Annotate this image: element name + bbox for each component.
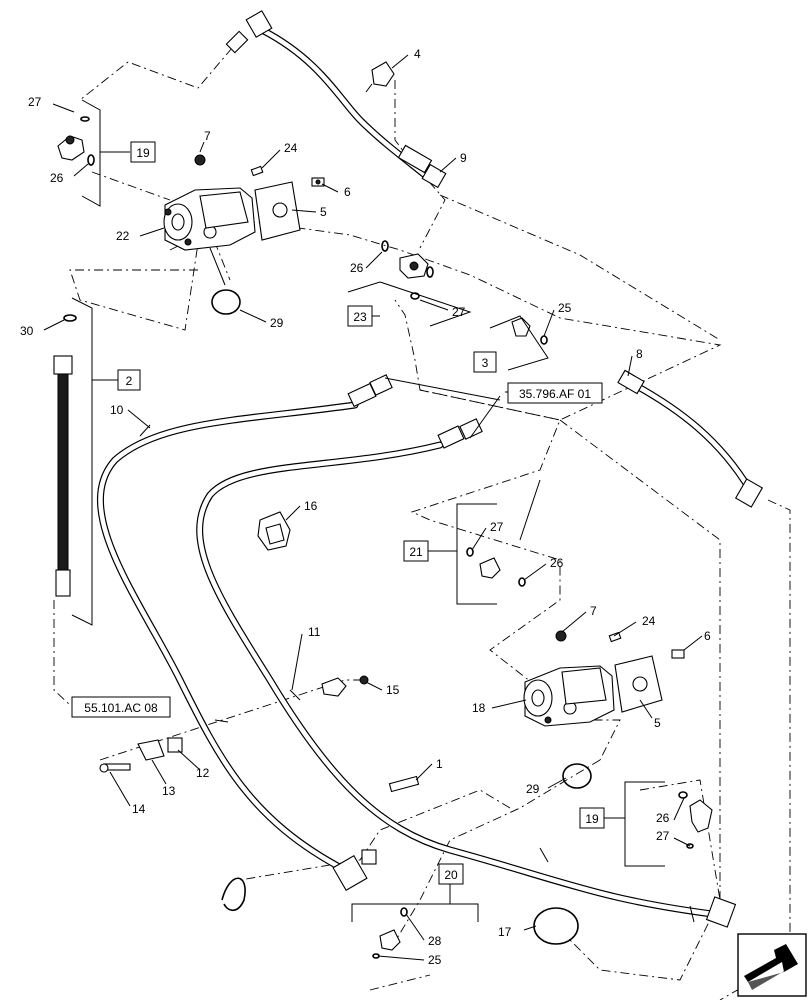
callout-20: 20 [444,868,458,882]
small-parts [63,61,579,959]
callout-26-top-left: 26 [50,171,64,185]
callout-11: 11 [308,625,321,639]
callout-19-top: 19 [136,146,150,160]
callout-24-bottom: 24 [642,614,656,628]
callout-2: 2 [126,374,133,388]
callout-18: 18 [472,701,486,715]
next-page-arrow-icon[interactable] [737,933,807,997]
callout-29-bottom: 29 [526,782,540,796]
motor-18 [523,630,713,849]
callout-13: 13 [162,784,176,798]
callout-17: 17 [498,925,512,939]
callout-30: 30 [20,324,34,338]
callout-9: 9 [460,151,467,165]
callout-15: 15 [386,683,400,697]
assembly-lines [53,47,791,1000]
callout-16: 16 [304,499,318,513]
callout-24-top: 24 [284,141,298,155]
callout-27-top-left: 27 [28,95,42,109]
callout-10: 10 [110,403,124,417]
callout-26-tee: 26 [350,261,364,275]
callout-5-bottom: 5 [654,716,661,730]
callout-14: 14 [132,802,146,816]
callout-6-top: 6 [344,185,351,199]
callout-labels: 19 2 23 3 21 19 20 35.796.AF 01 55.101.A… [20,47,711,967]
callout-25-bottom: 25 [428,953,442,967]
callout-29-top: 29 [270,316,284,330]
callout-7-bottom: 7 [590,604,597,618]
callout-1: 1 [436,757,443,771]
callout-5-top: 5 [320,205,327,219]
callout-8: 8 [636,347,643,361]
hoses [53,10,764,928]
callout-4: 4 [414,47,421,61]
callout-7-top: 7 [204,129,211,143]
callout-27-mid: 27 [490,520,504,534]
reference-55-101-ac-08: 55.101.AC 08 [84,701,158,715]
motor-22 [57,116,325,315]
brackets [71,99,665,922]
reference-35-796-af-01: 35.796.AF 01 [519,387,591,401]
callout-12: 12 [196,766,210,780]
callout-23: 23 [353,310,367,324]
callout-6-bottom: 6 [704,629,711,643]
callout-26-mid: 26 [550,556,564,570]
boxed-callouts [71,141,605,885]
callout-27-tee: 27 [452,305,466,319]
callout-28: 28 [428,934,442,948]
callout-21: 21 [409,545,423,559]
callout-27-bottom-right: 27 [656,829,670,843]
callout-19-bottom: 19 [585,812,599,826]
callout-25-top: 25 [558,301,572,315]
callout-3: 3 [482,356,489,370]
callout-26-bottom-right: 26 [656,811,670,825]
callout-22: 22 [116,229,130,243]
leader-lines [43,54,703,961]
